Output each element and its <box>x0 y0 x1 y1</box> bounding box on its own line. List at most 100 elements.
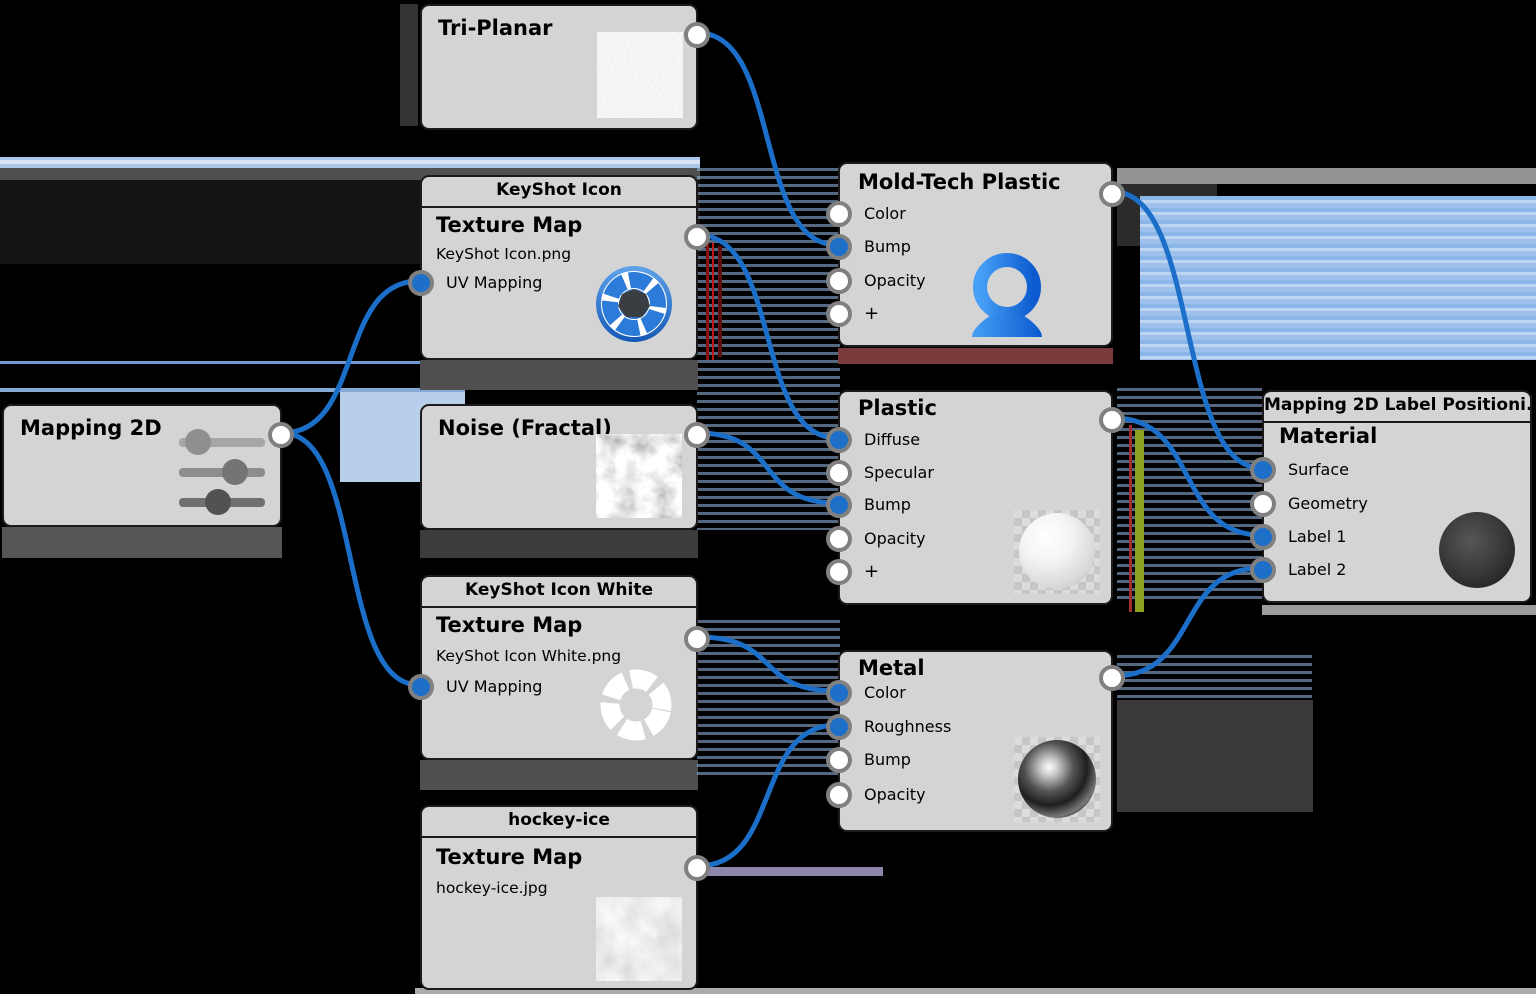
metal-material-thumbnail <box>1014 737 1100 822</box>
input-port-label: + <box>864 561 880 582</box>
ice-texture-thumbnail <box>596 897 682 981</box>
input-port-label: Color <box>864 204 906 223</box>
node-title: Texture Map <box>436 213 583 237</box>
node-title: Noise (Fractal) <box>438 416 612 440</box>
background-artifact <box>1140 196 1536 360</box>
input-port-uv-mapping[interactable] <box>408 674 434 700</box>
input-port-label: Label 2 <box>1288 560 1347 579</box>
output-port[interactable] <box>684 224 710 250</box>
node-header: hockey-ice <box>422 807 696 838</box>
node-header: KeyShot Icon <box>422 177 696 208</box>
background-artifact <box>420 530 698 558</box>
node-tri-planar[interactable]: Tri-Planar <box>420 4 710 130</box>
node-title: Tri-Planar <box>438 16 553 40</box>
output-port[interactable] <box>684 422 710 448</box>
input-port-label: Opacity <box>864 785 926 804</box>
input-port-opacity[interactable] <box>826 782 852 808</box>
node-material-root[interactable]: Mapping 2D Label Positioni... Material S… <box>1250 390 1532 603</box>
input-port-opacity[interactable] <box>826 526 852 552</box>
texture-filename: KeyShot Icon White.png <box>436 647 622 665</box>
mold-tech-icon <box>972 253 1042 337</box>
output-port[interactable] <box>684 22 710 48</box>
input-port-bump[interactable] <box>826 747 852 773</box>
node-title: Texture Map <box>436 613 583 637</box>
input-port-label-1[interactable] <box>1250 524 1276 550</box>
background-artifact <box>838 348 1113 364</box>
output-port[interactable] <box>1099 181 1125 207</box>
background-artifact <box>1117 700 1313 812</box>
node-plastic[interactable]: Plastic Diffuse Specular Bump Opacity + <box>826 390 1125 605</box>
output-port[interactable] <box>1099 665 1125 691</box>
noise-texture-thumbnail <box>596 434 682 518</box>
input-port-label: Label 1 <box>1288 527 1347 546</box>
input-port-color[interactable] <box>826 201 852 227</box>
input-port-uv-mapping[interactable] <box>408 270 434 296</box>
node-title: Mold-Tech Plastic <box>858 170 1061 194</box>
node-title: Plastic <box>858 396 937 420</box>
background-artifact <box>712 243 714 360</box>
background-artifact <box>1262 605 1536 615</box>
background-artifact <box>400 4 418 126</box>
node-noise-fractal[interactable]: Noise (Fractal) <box>420 404 710 530</box>
background-artifact <box>1117 655 1312 705</box>
input-port-specular[interactable] <box>826 460 852 486</box>
output-port[interactable] <box>684 855 710 881</box>
output-port[interactable] <box>1099 407 1125 433</box>
input-port-geometry[interactable] <box>1250 491 1276 517</box>
input-port-label: Bump <box>864 750 911 769</box>
background-artifact <box>0 361 465 364</box>
input-port-label-2[interactable] <box>1250 557 1276 583</box>
input-port-label: Surface <box>1288 460 1349 479</box>
background-artifact <box>0 160 700 164</box>
input-port-add[interactable] <box>826 559 852 585</box>
node-texture-map-keyshot-icon[interactable]: KeyShot Icon Texture Map KeyShot Icon.pn… <box>408 175 710 360</box>
input-port-label: Diffuse <box>864 430 921 449</box>
node-header: KeyShot Icon White <box>422 577 696 608</box>
node-title: Material <box>1279 424 1378 448</box>
node-texture-map-hockey-ice[interactable]: hockey-ice Texture Map hockey-ice.jpg <box>420 805 710 990</box>
background-artifact <box>678 867 883 876</box>
node-mapping-2d[interactable]: Mapping 2D <box>2 404 294 527</box>
node-title: Mapping 2D <box>20 416 162 440</box>
input-port-label: Geometry <box>1288 494 1368 513</box>
input-port-opacity[interactable] <box>826 268 852 294</box>
input-port-label: + <box>864 303 880 324</box>
input-port-bump[interactable] <box>826 492 852 518</box>
output-port[interactable] <box>268 422 294 448</box>
background-artifact <box>420 760 698 790</box>
input-port-label: Color <box>864 683 906 702</box>
input-port-roughness[interactable] <box>826 714 852 740</box>
input-port-diffuse[interactable] <box>826 427 852 453</box>
input-port-bump[interactable] <box>826 234 852 260</box>
input-port-label: UV Mapping <box>446 677 543 696</box>
node-title: Metal <box>858 656 925 680</box>
texture-filename: KeyShot Icon.png <box>436 245 572 263</box>
input-port-label: Opacity <box>864 529 926 548</box>
material-preview-sphere <box>1439 512 1515 588</box>
background-artifact <box>1117 168 1536 184</box>
keyshot-logo-white-icon <box>600 669 672 741</box>
background-artifact <box>2 527 282 558</box>
input-port-label: UV Mapping <box>446 273 543 292</box>
background-artifact <box>415 988 1536 994</box>
node-mold-tech-plastic[interactable]: Mold-Tech Plastic Color Bump Opacity + <box>826 162 1125 347</box>
input-port-color[interactable] <box>826 680 852 706</box>
input-port-surface[interactable] <box>1250 457 1276 483</box>
node-texture-map-keyshot-icon-white[interactable]: KeyShot Icon White Texture Map KeyShot I… <box>408 575 710 760</box>
background-artifact <box>706 240 709 360</box>
texture-filename: hockey-ice.jpg <box>436 879 548 897</box>
input-port-label: Opacity <box>864 271 926 290</box>
node-title: Texture Map <box>436 845 583 869</box>
input-port-add[interactable] <box>826 301 852 327</box>
background-artifact <box>1129 425 1132 612</box>
keyshot-logo-icon <box>596 266 672 342</box>
output-port[interactable] <box>684 626 710 652</box>
background-artifact <box>697 620 840 780</box>
input-port-label: Roughness <box>864 717 952 736</box>
node-metal[interactable]: Metal Color Roughness Bump Opacity <box>826 650 1125 832</box>
background-artifact <box>1135 430 1144 612</box>
background-artifact <box>0 388 465 392</box>
triplanar-texture-thumbnail <box>597 32 683 118</box>
input-port-label: Specular <box>864 463 934 482</box>
